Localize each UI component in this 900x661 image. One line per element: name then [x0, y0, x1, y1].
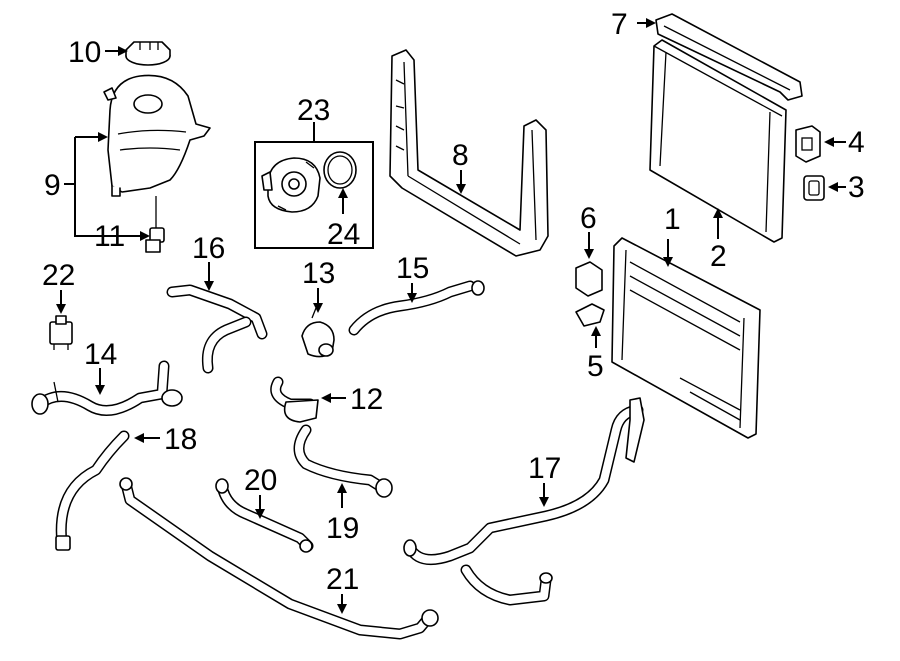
arrow-14	[95, 385, 105, 395]
leader-9-11	[74, 137, 140, 237]
callout-8: 8	[452, 139, 469, 172]
callout-7: 7	[611, 8, 628, 41]
callout-18: 18	[164, 423, 197, 456]
part-16-hose	[166, 284, 268, 374]
callout-14: 14	[84, 338, 117, 371]
callout-2: 2	[710, 240, 727, 273]
arrow-10	[118, 46, 128, 56]
part-5-lower-mount	[575, 303, 605, 327]
part-13-thermostat-housing	[301, 307, 335, 358]
callout-11: 11	[94, 220, 125, 253]
callout-10: 10	[68, 36, 101, 69]
arrow-20	[255, 509, 265, 519]
callout-15: 15	[396, 252, 429, 285]
arrow-13	[313, 303, 323, 313]
callout-24: 24	[327, 218, 360, 251]
callout-9: 9	[44, 169, 61, 202]
arrow-24	[338, 188, 348, 198]
part-24-gasket	[323, 151, 357, 189]
arrow-16	[204, 281, 214, 291]
part-22-temperature-sensor	[49, 315, 73, 350]
arrow-1	[663, 257, 673, 267]
callout-12: 12	[350, 383, 383, 416]
arrow-21	[337, 604, 347, 614]
arrow-19	[337, 483, 347, 493]
arrow-8	[456, 184, 466, 194]
part-17-hose-assembly	[403, 397, 645, 606]
part-9-expansion-tank	[103, 74, 211, 197]
arrow-18	[134, 433, 144, 443]
part-6-upper-mount	[575, 261, 603, 297]
part-12-elbow-hose	[270, 376, 319, 423]
callout-5: 5	[587, 350, 604, 383]
arrow-17	[539, 497, 549, 507]
callout-20: 20	[244, 464, 277, 497]
part-18-hose	[55, 430, 130, 551]
part-23-water-pump	[261, 157, 321, 213]
callout-4: 4	[848, 126, 865, 159]
part-10-reservoir-cap	[125, 41, 171, 66]
part-8-radiator-support	[389, 49, 549, 257]
arrow-15	[407, 293, 417, 303]
callout-22: 22	[42, 259, 75, 292]
arrow-9	[98, 132, 108, 142]
arrow-22	[56, 304, 66, 314]
callout-16: 16	[192, 232, 225, 265]
arrow-5	[591, 326, 601, 336]
part-14-hose	[31, 360, 183, 416]
part-21-coolant-pipe	[119, 477, 439, 640]
part-2-radiator	[649, 39, 787, 243]
callout-19: 19	[326, 512, 359, 545]
arrow-7	[646, 18, 656, 28]
callout-1: 1	[664, 203, 681, 236]
part-20-coolant-pipe	[215, 478, 314, 553]
part-15-hose	[348, 280, 485, 336]
part-7-upper-bracket	[655, 13, 803, 101]
callout-13: 13	[302, 257, 335, 290]
arrow-3	[828, 182, 838, 192]
arrow-4	[824, 137, 834, 147]
arrow-6	[584, 249, 594, 259]
callout-17: 17	[528, 452, 561, 485]
callout-21: 21	[326, 563, 359, 596]
arrow-11	[140, 231, 150, 241]
part-4-radiator-mount	[795, 125, 821, 163]
callout-6: 6	[580, 202, 597, 235]
part-11-level-sensor	[145, 196, 165, 253]
arrow-2	[713, 208, 723, 218]
arrow-12	[321, 393, 331, 403]
part-3-grommet	[803, 175, 825, 201]
callout-3: 3	[848, 171, 865, 204]
part-1-condenser	[611, 237, 761, 439]
part-19-hose	[293, 424, 393, 498]
callout-23: 23	[297, 94, 330, 127]
